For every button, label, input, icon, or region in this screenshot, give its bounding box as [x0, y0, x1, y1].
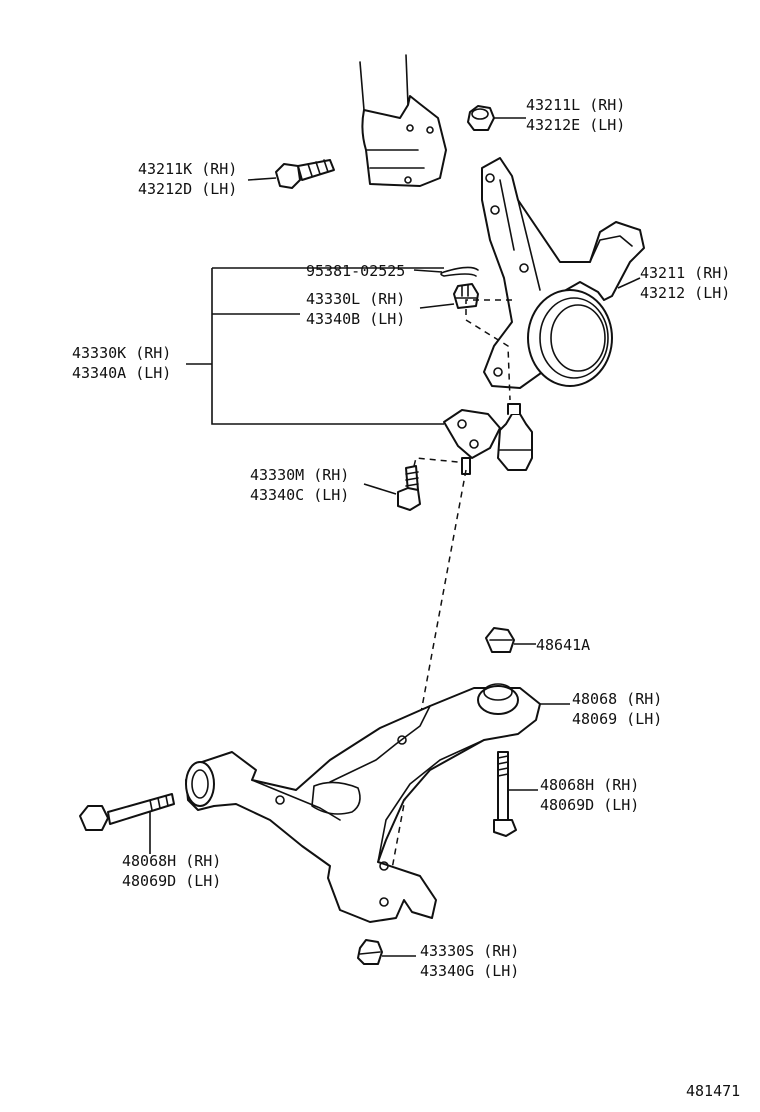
leader-95381 [413, 269, 443, 273]
leader-43330l [419, 303, 455, 309]
leader-43330m [363, 483, 397, 495]
lower-arm-drawing [185, 683, 541, 923]
nut-43330s-drawing [357, 939, 383, 965]
label-43340b-lh: 43340B (LH) [306, 310, 405, 328]
bolt-48068h-right-drawing [493, 751, 517, 837]
label-48068h-rh-left: 48068H (RH) [122, 852, 221, 870]
bolt-43211k-drawing [275, 159, 335, 189]
guide-line-arm [383, 469, 467, 913]
label-43211k-rh: 43211K (RH) [138, 160, 237, 178]
label-48641a: 48641A [536, 636, 590, 654]
label-43340c-lh: 43340C (LH) [250, 486, 349, 504]
leader-43211 [617, 277, 641, 289]
label-48068-rh: 48068 (RH) [572, 690, 662, 708]
label-43211l-rh: 43211L (RH) [526, 96, 625, 114]
label-43330l-rh: 43330L (RH) [306, 290, 405, 308]
label-48069d-lh-right: 48069D (LH) [540, 796, 639, 814]
guide-line-knuckle [465, 299, 512, 401]
figure-number: 481471 [686, 1082, 740, 1100]
label-43330s-rh: 43330S (RH) [420, 942, 519, 960]
nut-43211l-drawing [467, 105, 495, 131]
label-48069-lh: 48069 (LH) [572, 710, 662, 728]
guide-line-bolt [413, 457, 459, 467]
label-43340a-lh: 43340A (LH) [72, 364, 171, 382]
label-43212d-lh: 43212D (LH) [138, 180, 237, 198]
leader-43211k [247, 177, 277, 181]
cotter-pin-drawing [440, 266, 479, 277]
bolt-43330m-drawing [397, 465, 421, 511]
castle-nut-drawing [453, 283, 479, 309]
label-43212e-lh: 43212E (LH) [526, 116, 625, 134]
label-43212-lh: 43212 (LH) [640, 284, 730, 302]
bracket-43330k [186, 267, 444, 425]
ball-joint-drawing [443, 403, 533, 475]
bolt-48068h-left-drawing [79, 793, 175, 831]
label-95381-02525: 95381-02525 [306, 262, 405, 280]
label-48068h-rh-right: 48068H (RH) [540, 776, 639, 794]
label-43330m-rh: 43330M (RH) [250, 466, 349, 484]
label-48069d-lh-left: 48069D (LH) [122, 872, 221, 890]
label-43330k-rh: 43330K (RH) [72, 344, 171, 362]
steering-knuckle-drawing [481, 157, 645, 389]
nut-48641a-drawing [485, 627, 515, 653]
label-43340g-lh: 43340G (LH) [420, 962, 519, 980]
label-43211-rh: 43211 (RH) [640, 264, 730, 282]
strut-drawing [359, 54, 447, 187]
